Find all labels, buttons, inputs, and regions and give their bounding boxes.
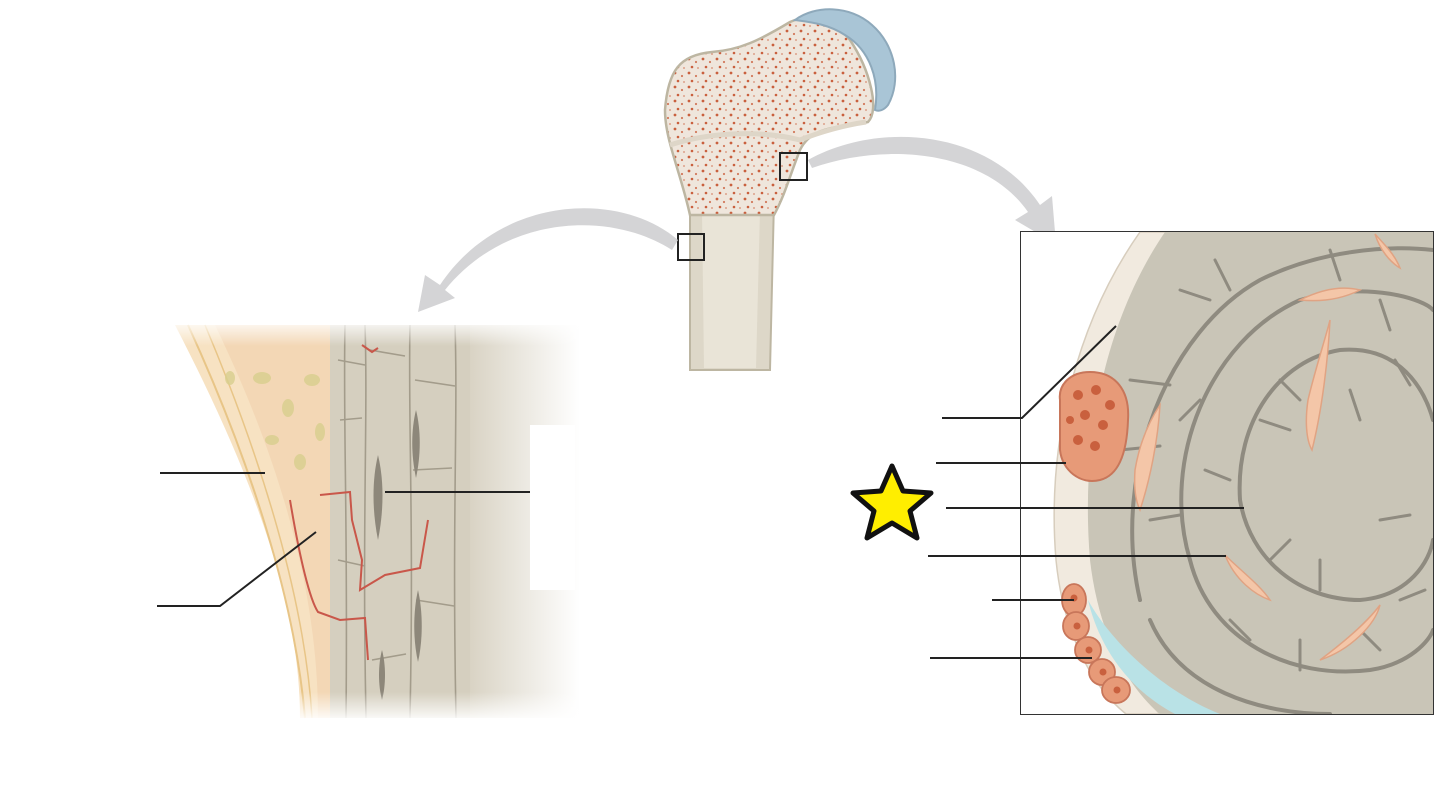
compact-bone-selection-box	[677, 233, 705, 261]
zoom-arrows	[418, 136, 1056, 312]
arrow-to-compact-bone	[418, 208, 678, 312]
compact-leader-lines	[157, 472, 530, 607]
label-blank-area	[530, 425, 575, 590]
canaliculi	[1118, 248, 1427, 672]
lamellae	[1130, 246, 1433, 714]
arrow-to-spongy-bone	[808, 136, 1056, 244]
periosteum-cells	[225, 371, 325, 470]
spongy-bone-detail	[928, 231, 1434, 715]
periosteum-inner	[215, 325, 330, 718]
marrow-spaces	[1133, 233, 1402, 661]
osteon-lines	[337, 324, 457, 719]
trabecula	[1087, 232, 1433, 714]
femur-illustration	[663, 8, 897, 371]
epiphyseal-line	[669, 119, 867, 148]
spongy-leader-lines	[928, 325, 1244, 659]
compact-bone-matrix	[330, 325, 470, 718]
medullary-cavity	[702, 210, 760, 368]
femur-head-neck	[663, 16, 875, 217]
compact-bone-detail	[157, 318, 585, 722]
star-icon	[850, 463, 934, 541]
leader-line-lining-cell	[942, 325, 1117, 419]
leader-line-periosteum-inner	[157, 531, 317, 607]
blood-vessels	[289, 344, 429, 661]
osteoclast	[1058, 370, 1130, 482]
articular-cartilage	[792, 8, 897, 112]
spongy-bone-selection-box	[779, 152, 808, 181]
blood-vessel-space	[1088, 600, 1220, 714]
osteocytes	[373, 410, 422, 700]
